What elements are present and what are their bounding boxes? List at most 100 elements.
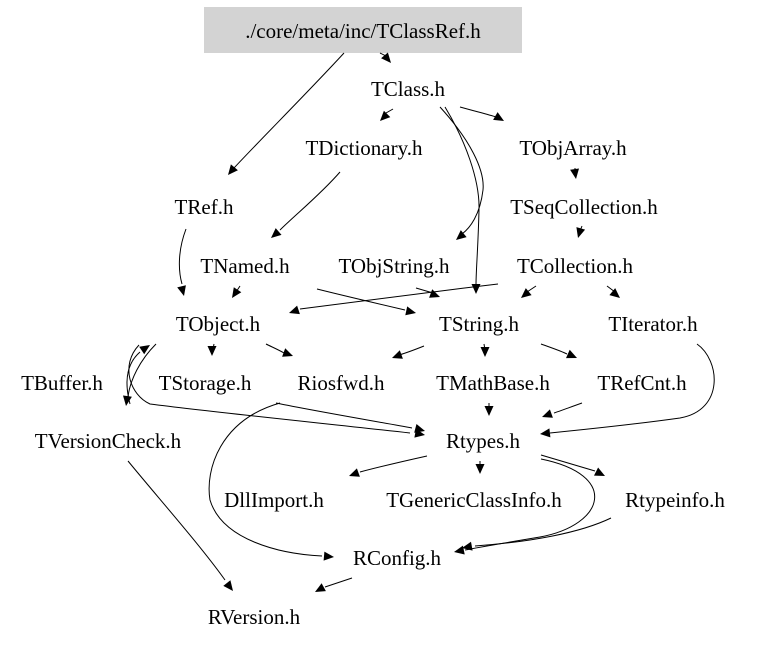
node-tclass[interactable]: TClass.h: [371, 77, 446, 101]
node-tobjarray[interactable]: TObjArray.h: [519, 136, 627, 160]
edge-riosfwd-to-rconfig: [208, 402, 334, 561]
node-dllimport[interactable]: DllImport.h: [224, 488, 324, 512]
node-tobjstring[interactable]: TObjString.h: [338, 254, 450, 278]
edge-arrowhead: [542, 409, 553, 418]
edge-arrowhead: [456, 230, 467, 240]
edge-tnamed-to-tstring: [316, 288, 416, 316]
node-trefcnt[interactable]: TRefCnt.h: [597, 371, 687, 395]
edge-arrowhead: [282, 348, 293, 357]
edge-arrowhead: [139, 345, 150, 355]
root-node-box: [204, 7, 522, 53]
node-tobject[interactable]: TObject.h: [176, 312, 261, 336]
node-riosfwd[interactable]: Riosfwd.h: [298, 371, 385, 395]
edge-tstring-to-trefcnt: [540, 343, 577, 359]
edge-line: [398, 345, 425, 356]
node-tstorage[interactable]: TStorage.h: [159, 371, 252, 395]
edge-line: [549, 343, 715, 434]
edge-arrowhead: [484, 406, 494, 416]
edge-arrowhead: [475, 464, 485, 474]
edge-rtypes-to-dllimport: [349, 455, 428, 477]
edge-line: [464, 458, 596, 551]
edge-tstring-to-riosfwd: [392, 345, 425, 359]
edge-arrowhead: [123, 395, 132, 406]
node-tnamed[interactable]: TNamed.h: [200, 254, 290, 278]
edge-arrowhead: [521, 288, 532, 298]
edge-trefcnt-to-rtypes: [542, 402, 583, 418]
edge-tcollection-to-titerator: [606, 285, 620, 298]
edge-arrowhead: [566, 349, 577, 359]
edge-line: [128, 344, 411, 434]
edge-rtypes-to-tgenericclassinfo: [475, 461, 485, 474]
edge-arrowhead: [405, 306, 416, 316]
node-tmathbase[interactable]: TMathBase.h: [436, 371, 550, 395]
node-rtypeinfo[interactable]: Rtypeinfo.h: [625, 488, 725, 512]
edge-arrowhead: [429, 289, 440, 298]
edge-line: [126, 351, 141, 405]
edge-line: [279, 171, 341, 231]
edge-arrowhead: [594, 467, 605, 476]
edge-tmathbase-to-rtypes: [484, 403, 494, 416]
edge-arrowhead: [454, 545, 465, 555]
node-tcollection[interactable]: TCollection.h: [517, 254, 634, 278]
edge-tbuffer-to-tobject: [126, 345, 150, 405]
edge-arrowhead: [315, 583, 326, 592]
node-tgenericclassinfo[interactable]: TGenericClassInfo.h: [386, 488, 562, 512]
edge-titerator-to-rtypes: [540, 343, 715, 438]
edge-line: [444, 106, 480, 286]
edge-tobject-to-tversioncheck: [123, 343, 157, 406]
edge-rtypes-to-rconfig: [454, 458, 596, 555]
edge-tversioncheck-to-rversion: [127, 460, 233, 591]
edge-tseqcollection-to-tcollection: [576, 225, 586, 238]
node-titerator[interactable]: TIterator.h: [608, 312, 698, 336]
edge-line: [474, 517, 612, 547]
edge-tobjarray-to-tseqcollection: [570, 168, 579, 179]
edge-tnamed-to-tobject: [232, 285, 242, 298]
edge-tstorage-to-rtypes: [275, 402, 425, 433]
node-rconfig[interactable]: RConfig.h: [353, 546, 442, 570]
edge-line: [127, 460, 226, 581]
edge-arrowhead: [177, 285, 186, 296]
edge-line: [127, 343, 157, 398]
edge-line: [275, 402, 413, 429]
edge-arrowhead: [480, 347, 490, 357]
edge-line: [385, 108, 394, 114]
edge-arrowhead: [576, 227, 586, 238]
node-tstring[interactable]: TString.h: [439, 312, 519, 336]
edge-rtypes-to-rtypeinfo: [540, 454, 605, 476]
node-rversion[interactable]: RVersion.h: [208, 605, 301, 629]
edge-tclass-to-tdictionary: [380, 108, 394, 121]
node-tdictionary[interactable]: TDictionary.h: [305, 136, 423, 160]
edge-arrowhead: [380, 110, 391, 121]
edge-line: [324, 577, 353, 588]
edge-arrowhead: [223, 580, 233, 591]
edge-tobject-to-riosfwd: [265, 343, 293, 357]
edge-line: [439, 106, 484, 235]
node-tclassref[interactable]: ./core/meta/inc/TClassRef.h: [245, 19, 481, 43]
edge-line: [316, 288, 406, 311]
node-tref[interactable]: TRef.h: [175, 195, 234, 219]
edge-line: [459, 106, 497, 118]
edge-arrowhead: [540, 428, 551, 438]
edge-tclass-to-tobjstring: [439, 106, 484, 240]
edge-line: [540, 343, 568, 355]
edge-line: [299, 283, 499, 310]
edge-arrowhead: [381, 52, 391, 63]
edge-arrowhead: [349, 468, 360, 477]
edge-arrowhead: [414, 424, 425, 433]
node-tbuffer[interactable]: TBuffer.h: [21, 371, 103, 395]
edge-tcollection-to-tstring: [521, 285, 537, 298]
node-tversioncheck[interactable]: TVersionCheck.h: [35, 429, 182, 453]
edge-tstring-to-tmathbase: [480, 343, 490, 357]
node-rtypes[interactable]: Rtypes.h: [446, 429, 521, 453]
edge-arrowhead: [462, 541, 473, 551]
edge-line: [265, 343, 285, 354]
edge-arrowhead: [392, 350, 403, 359]
edge-line: [359, 455, 428, 473]
edge-arrowhead: [609, 288, 620, 298]
edge-tref-to-tobject: [177, 228, 187, 296]
edge-line: [208, 402, 323, 557]
edge-arrowhead: [271, 228, 282, 238]
node-tseqcollection[interactable]: TSeqCollection.h: [510, 195, 658, 219]
edge-arrowhead: [493, 112, 504, 121]
edge-arrowhead: [289, 305, 300, 315]
